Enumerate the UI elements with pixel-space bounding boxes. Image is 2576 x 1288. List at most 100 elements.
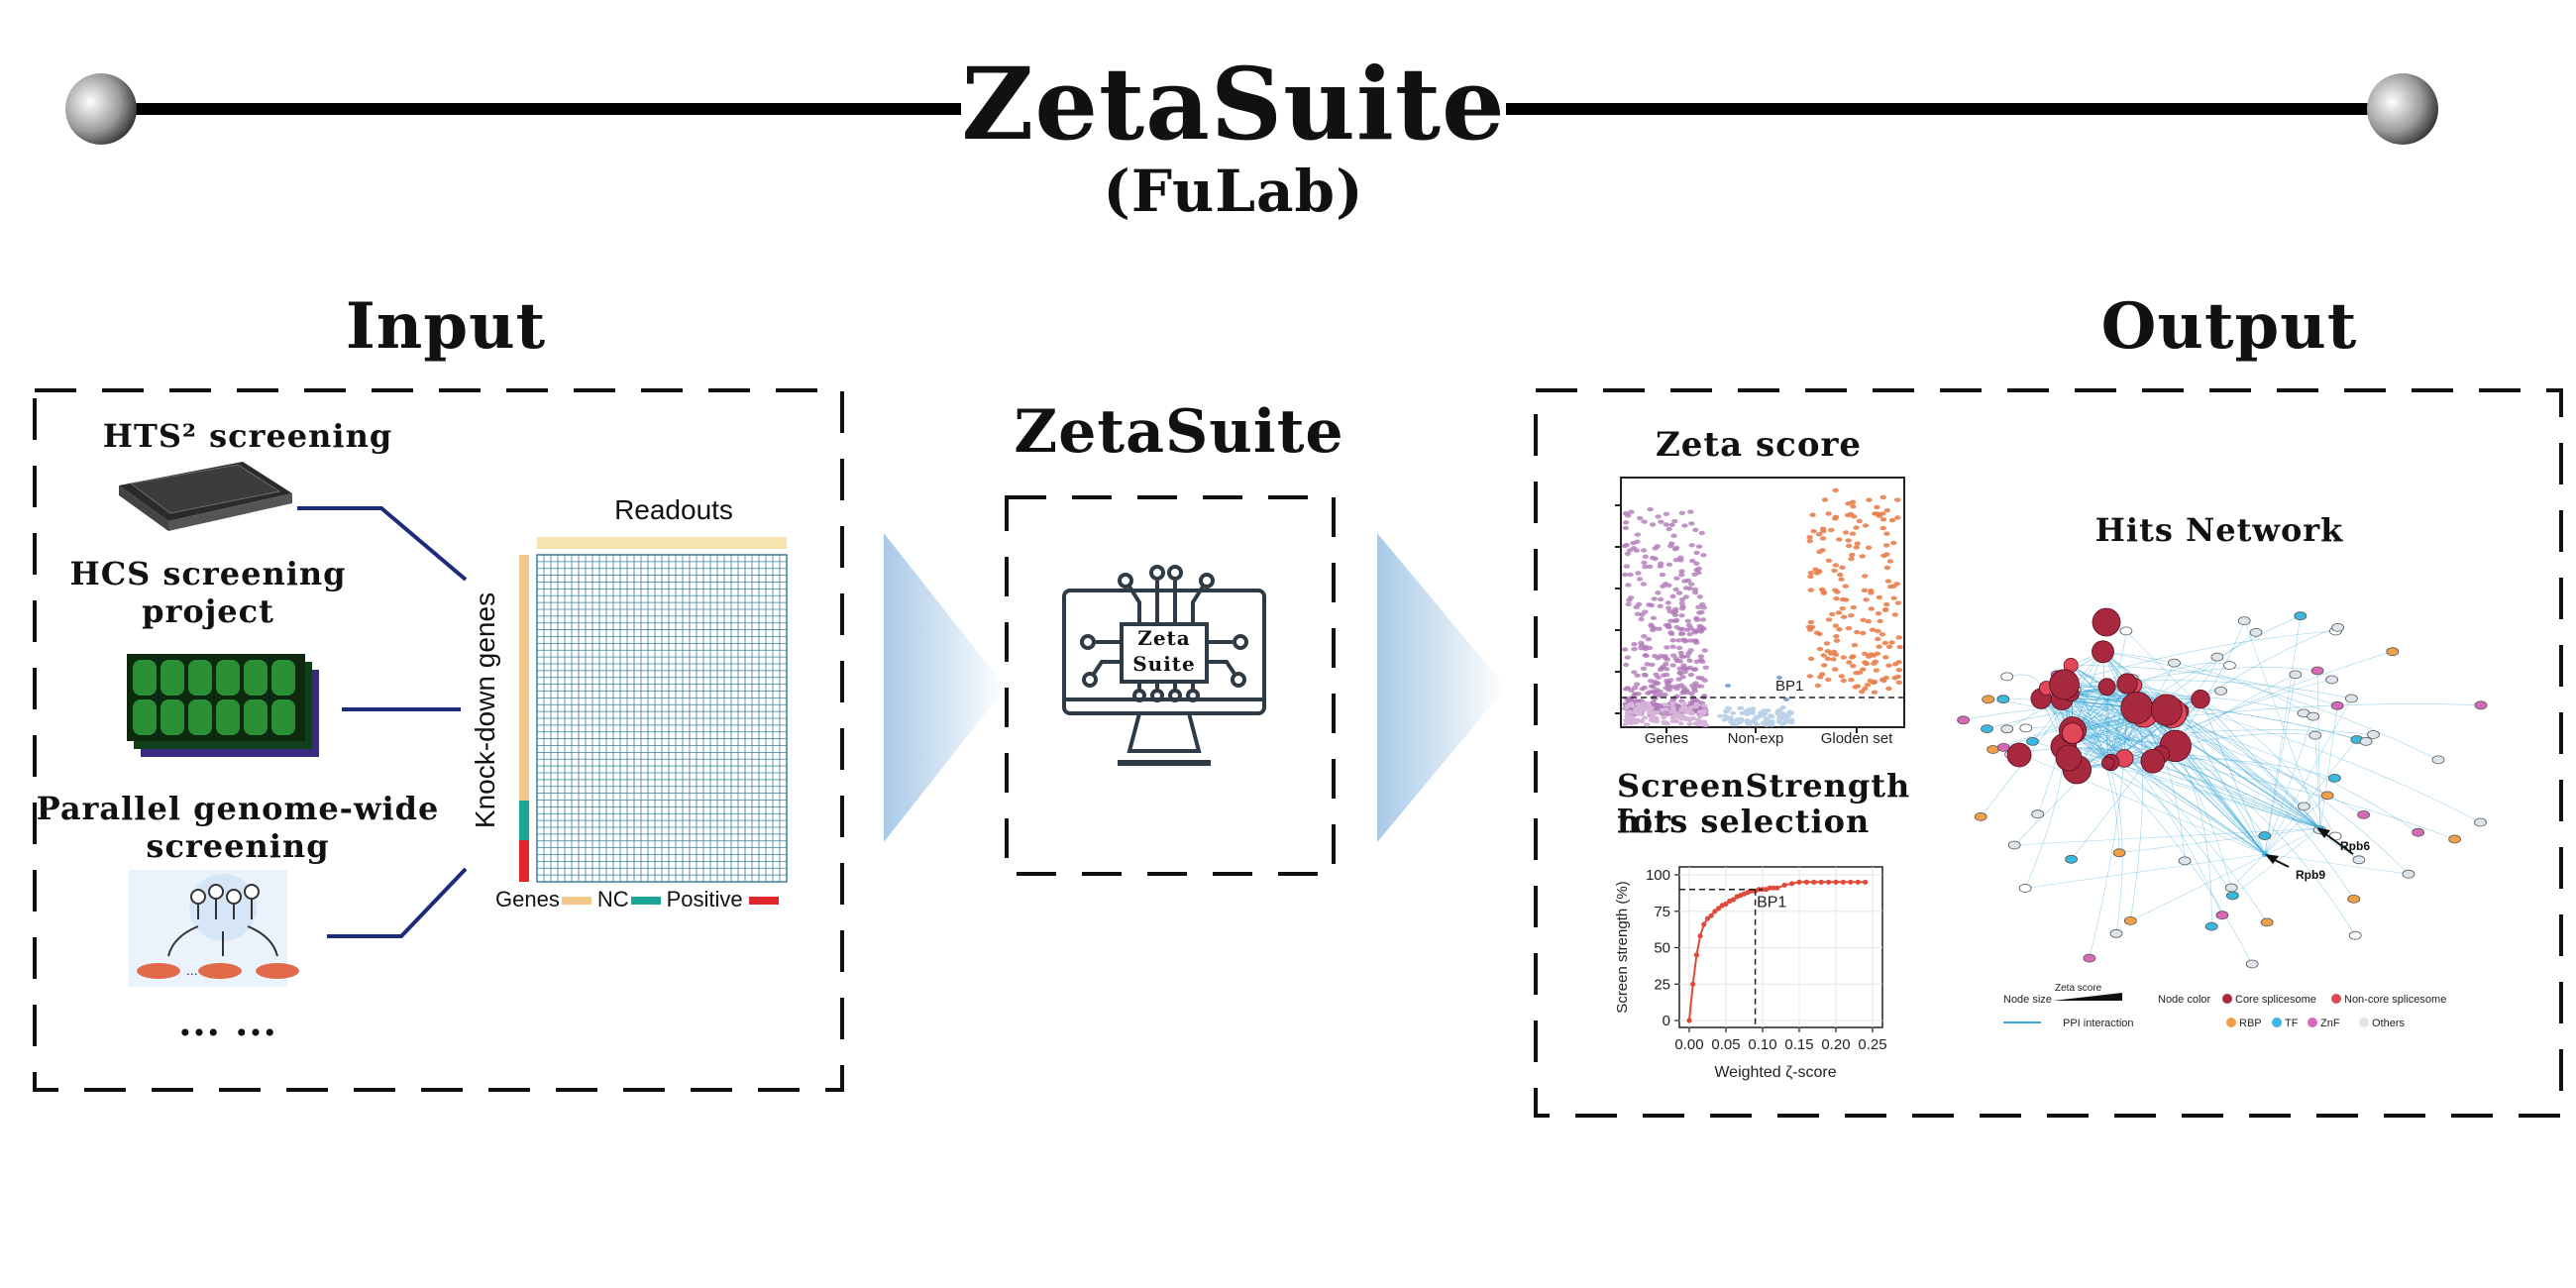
zeta-point-genes <box>1627 572 1634 578</box>
zeta-point-genes <box>1678 569 1685 574</box>
zeta-point-genes <box>1687 700 1694 705</box>
zeta-point-golden <box>1862 574 1869 579</box>
zeta-point-golden <box>1850 504 1857 509</box>
zeta-point-genes <box>1628 595 1635 600</box>
zeta-point-golden <box>1842 584 1849 589</box>
zeta-point-genes <box>1669 593 1676 599</box>
zeta-point-golden <box>1832 514 1840 519</box>
zeta-point-nonexp <box>1776 717 1783 722</box>
network-node-other <box>1974 811 1987 821</box>
network-node-other <box>2237 616 2251 626</box>
network-edge <box>1980 651 2103 817</box>
zeta-point-genes <box>1662 692 1668 698</box>
zeta-point-genes <box>1675 677 1682 682</box>
zeta-point-golden <box>1890 584 1897 589</box>
output-heading: Output <box>2100 289 2358 364</box>
ss-point <box>1811 879 1817 885</box>
zeta-point-golden <box>1895 680 1903 685</box>
network-node-other <box>2431 755 2445 765</box>
zeta-point-genes <box>1667 544 1674 549</box>
ss-point <box>1796 879 1802 885</box>
readout-matrix <box>519 537 788 883</box>
network-edge <box>2175 745 2212 927</box>
zeta-point-genes <box>1627 709 1634 714</box>
zeta-point-genes <box>1669 704 1676 709</box>
zeta-point-nonexp <box>1725 684 1731 688</box>
zeta-point-genes <box>1651 596 1658 601</box>
network-node-core <box>2062 722 2084 744</box>
zeta-point-genes <box>1664 645 1670 650</box>
ss-point <box>1855 879 1861 885</box>
zeta-point-golden <box>1883 565 1891 571</box>
zeta-point-genes <box>1637 515 1644 521</box>
zeta-point-genes <box>1647 506 1654 512</box>
zeta-point-genes <box>1693 617 1701 622</box>
zeta-point-golden <box>1849 531 1857 536</box>
zeta-point-genes <box>1671 547 1679 552</box>
zeta-point-genes <box>1664 605 1672 610</box>
ss-ytick-label: 75 <box>1654 904 1670 920</box>
zeta-point-golden <box>1840 655 1847 660</box>
zeta-point-genes <box>1650 713 1657 717</box>
zeta-point-genes <box>1624 703 1631 708</box>
zeta-point-genes <box>1692 527 1699 533</box>
hits-network-title: Hits Network <box>2094 511 2344 549</box>
genes-bar <box>519 555 529 801</box>
zeta-point-genes <box>1642 646 1650 652</box>
zeta-point-genes <box>1642 564 1649 570</box>
input-heading: Input <box>345 289 547 364</box>
zeta-point-genes <box>1701 703 1708 708</box>
network-node-other <box>2367 730 2380 739</box>
zeta-point-genes <box>1632 698 1639 703</box>
network-node-core <box>2140 749 2166 774</box>
network-edge <box>2125 630 2321 829</box>
zeta-point-genes <box>1670 653 1677 658</box>
zeta-point-genes <box>1695 566 1702 572</box>
zeta-point-genes <box>1621 572 1629 578</box>
flow-arrows <box>884 533 1506 842</box>
zeta-point-genes <box>1639 706 1646 711</box>
input-ellipsis: ... ... <box>178 1000 277 1044</box>
network-node-core <box>2049 669 2080 700</box>
zeta-point-genes <box>1669 718 1676 723</box>
zeta-point-genes <box>1634 611 1642 616</box>
network-node-other <box>2325 675 2339 685</box>
network-node-other <box>2112 848 2126 858</box>
network-edge <box>2077 632 2257 770</box>
zeta-point-golden <box>1838 674 1845 679</box>
zeta-point-golden <box>1890 540 1897 546</box>
ss-xtick-label: 0.20 <box>1821 1036 1850 1053</box>
network-node-core <box>2097 678 2116 697</box>
network-node-other <box>2412 827 2425 837</box>
zeta-point-golden <box>1848 613 1855 618</box>
zeta-point-golden <box>1856 518 1863 524</box>
network-edge <box>2010 747 2153 762</box>
zeta-point-genes <box>1640 548 1648 553</box>
zeta-point-golden <box>1824 656 1831 661</box>
ss-point <box>1833 879 1839 885</box>
zeta-point-genes <box>1676 670 1683 676</box>
network-node-other <box>2474 700 2488 710</box>
ss-series-points <box>1686 879 1869 1023</box>
ss-point <box>1826 879 1832 885</box>
network-node-other <box>2026 736 2039 746</box>
network-edge <box>2175 745 2321 829</box>
zeta-point-genes <box>1623 662 1630 668</box>
zeta-point-genes <box>1678 510 1686 515</box>
network-edge <box>2102 651 2313 717</box>
network-node-other <box>2260 917 2274 927</box>
zeta-point-golden <box>1869 627 1877 632</box>
zeta-point-genes <box>1668 685 1676 690</box>
legend-nc-label: NC <box>596 887 629 912</box>
zeta-point-nonexp <box>1781 720 1788 725</box>
ss-point <box>1693 952 1699 958</box>
legend-noncore-dot <box>2331 994 2341 1004</box>
zeta-point-genes <box>1674 711 1681 716</box>
network-edge <box>2175 745 2356 936</box>
computer-chip-icon <box>1062 565 1266 766</box>
network-edge <box>2071 665 2338 706</box>
zeta-point-genes <box>1691 572 1698 577</box>
zeta-point-golden <box>1832 667 1839 672</box>
zeta-point-genes <box>1678 654 1685 659</box>
